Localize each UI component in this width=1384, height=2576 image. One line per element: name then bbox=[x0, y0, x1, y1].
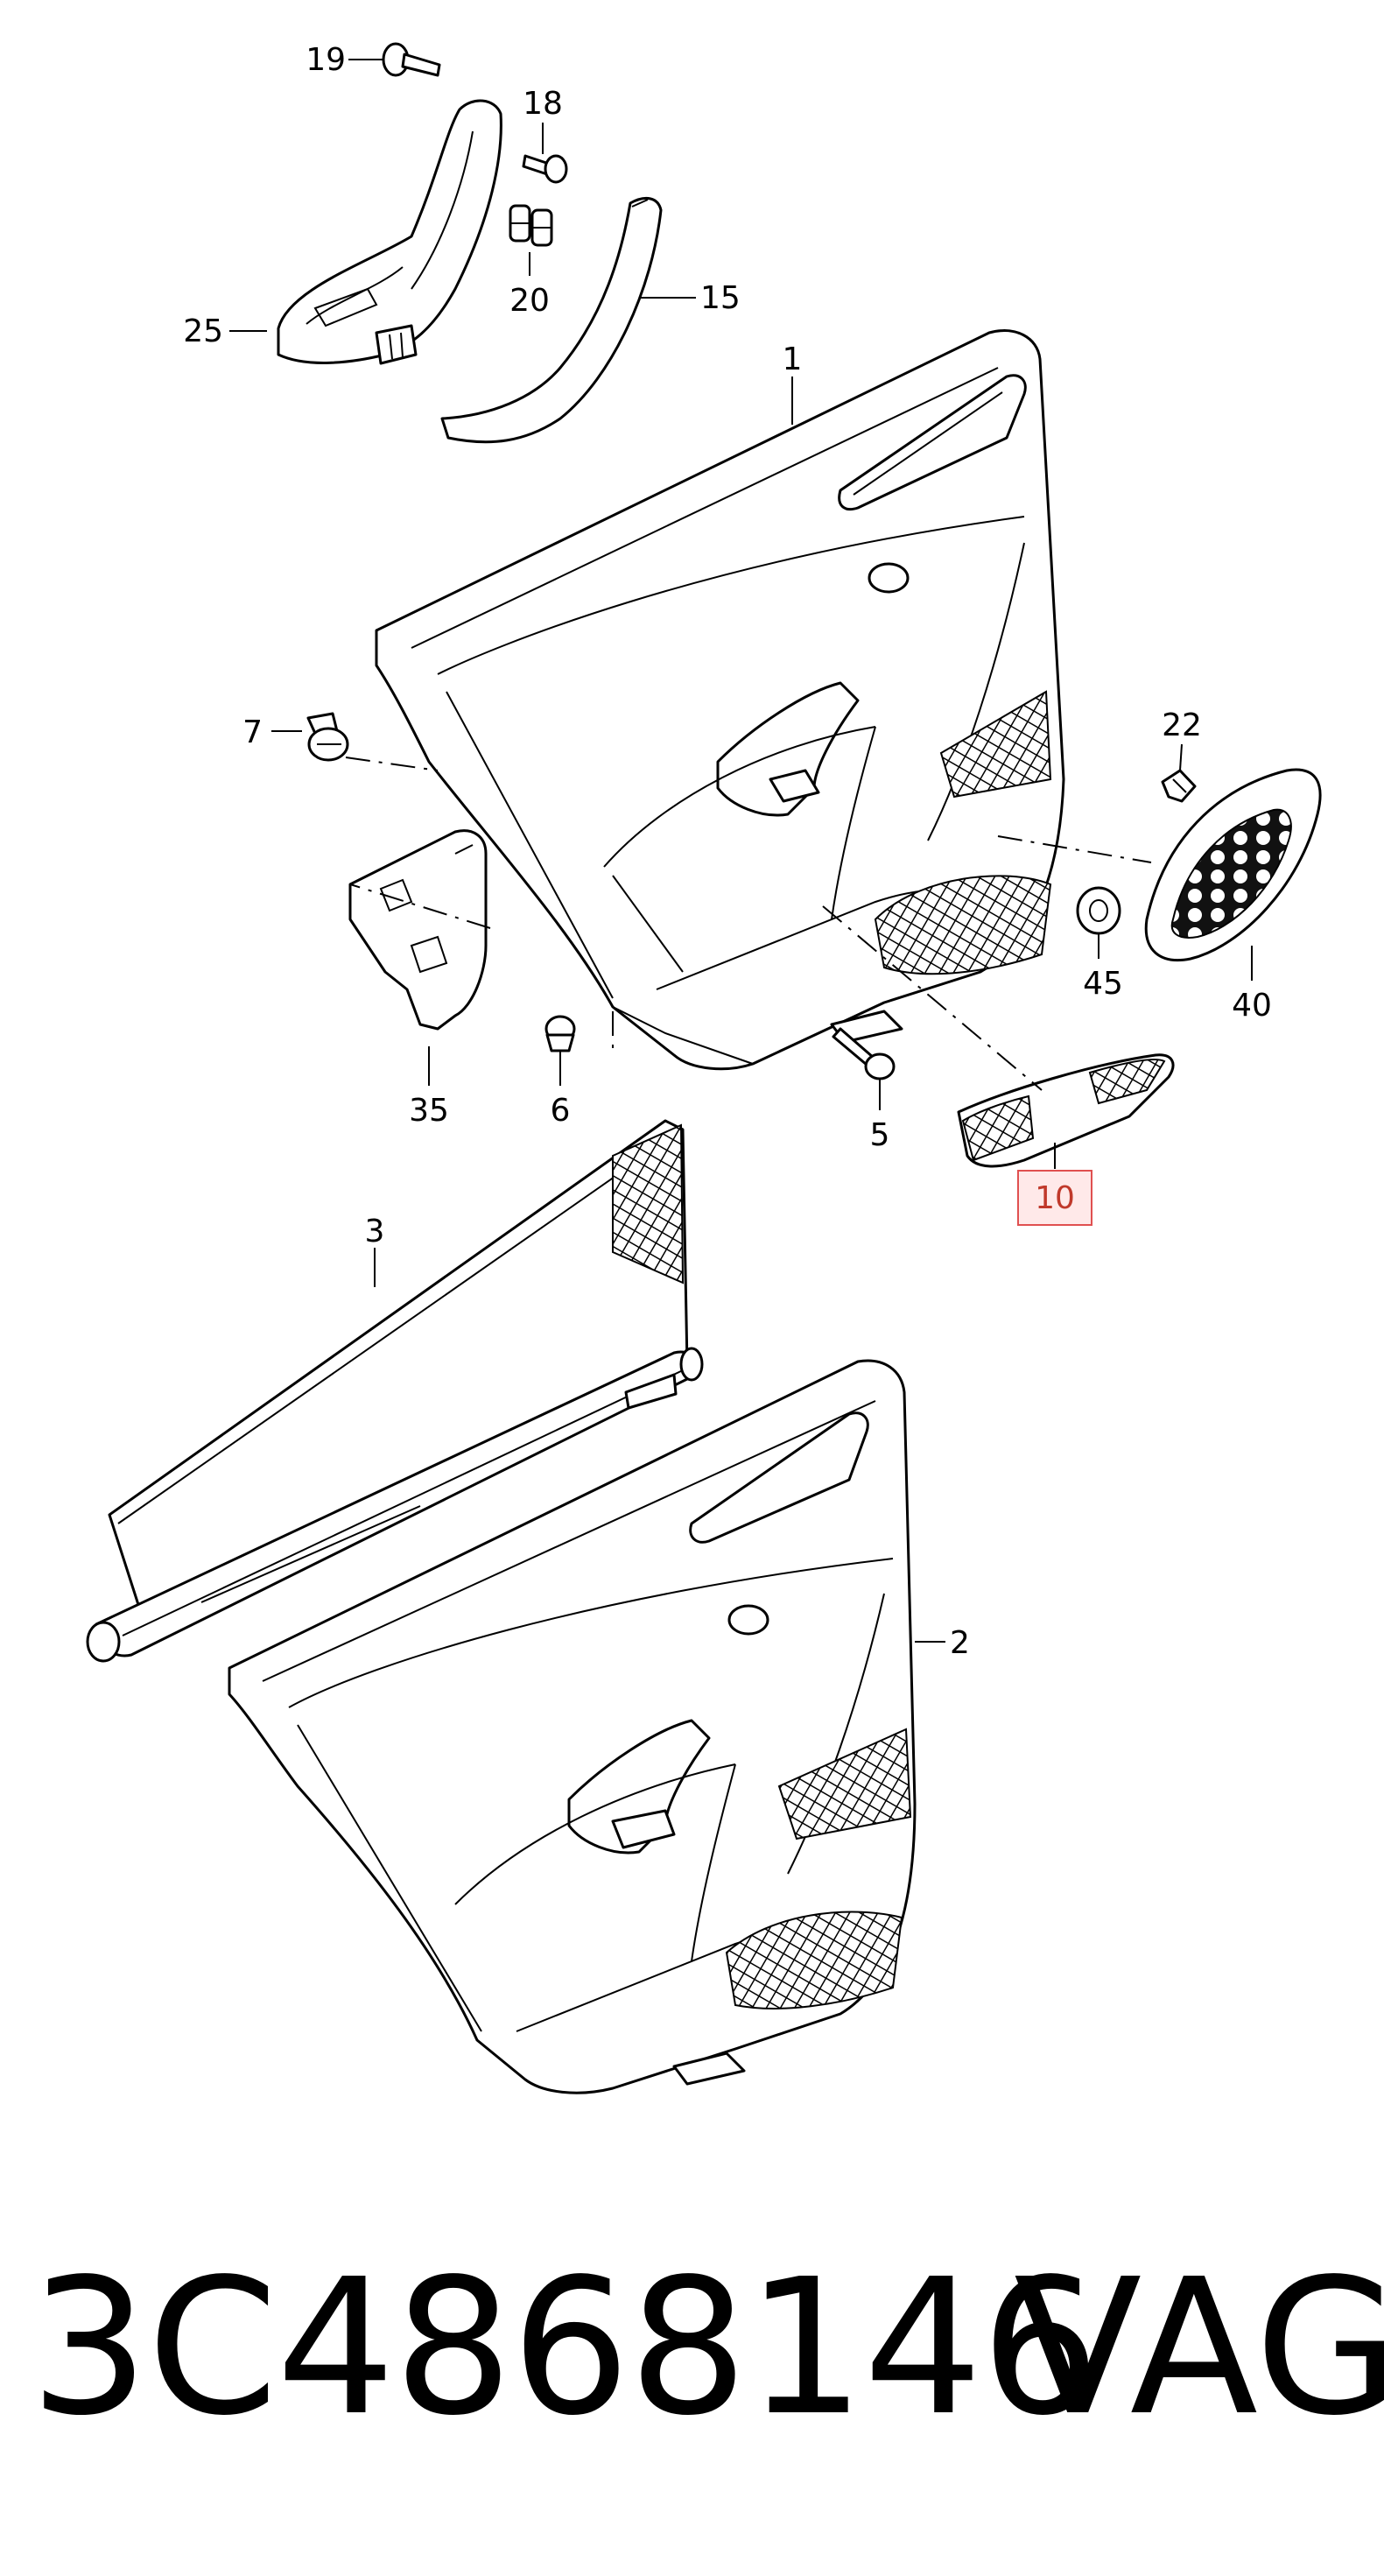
part-20-clips bbox=[509, 204, 553, 247]
callout-40: 40 bbox=[1232, 988, 1272, 1024]
callout-18: 18 bbox=[523, 86, 563, 122]
parts-diagram: 19 18 20 15 25 1 7 22 35 6 5 45 40 10 3 … bbox=[86, 42, 1322, 2094]
callout-10-highlight-box[interactable] bbox=[1017, 1170, 1092, 1226]
part-19-screw bbox=[382, 42, 441, 77]
callout-10[interactable]: 10 bbox=[1035, 1180, 1075, 1216]
callout-15: 15 bbox=[700, 280, 741, 316]
part-45-fastener bbox=[1076, 886, 1121, 935]
part-15-trim-strip bbox=[440, 196, 663, 444]
part-40-speaker-grille bbox=[1144, 768, 1322, 961]
part-6-clip bbox=[544, 1015, 576, 1052]
callout-19: 19 bbox=[306, 42, 346, 78]
leader-lines bbox=[229, 59, 1253, 1643]
part-10-trim-cover bbox=[957, 1053, 1175, 1168]
callout-2: 2 bbox=[950, 1625, 970, 1661]
callout-1: 1 bbox=[783, 341, 803, 377]
part-18-screw bbox=[522, 154, 568, 184]
callout-3: 3 bbox=[365, 1214, 385, 1249]
part-3-sunshade bbox=[86, 1119, 704, 1663]
part-7-clip bbox=[306, 712, 349, 762]
part-25-door-handle bbox=[277, 99, 502, 365]
part-2-door-panel bbox=[228, 1359, 917, 2094]
callout-labels: 19 18 20 15 25 1 7 22 35 6 5 45 40 10 3 … bbox=[183, 42, 1272, 1661]
part-35-bracket bbox=[348, 829, 488, 1031]
part-number: 3C4868146 bbox=[30, 2239, 1100, 2457]
callout-5: 5 bbox=[870, 1117, 890, 1153]
callout-7: 7 bbox=[242, 714, 263, 750]
callout-22: 22 bbox=[1162, 707, 1202, 743]
callout-25: 25 bbox=[183, 313, 223, 349]
callout-45: 45 bbox=[1083, 966, 1123, 1002]
callout-6: 6 bbox=[551, 1093, 571, 1129]
callout-20: 20 bbox=[509, 283, 550, 319]
callout-35: 35 bbox=[409, 1093, 449, 1129]
brand-name: VAG bbox=[1014, 2239, 1384, 2457]
part-22-clip bbox=[1161, 769, 1197, 803]
part-1-door-panel bbox=[375, 329, 1065, 1071]
